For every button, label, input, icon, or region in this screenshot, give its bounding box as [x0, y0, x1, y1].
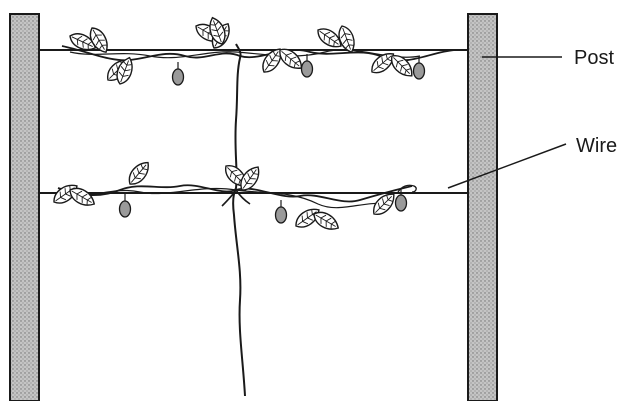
fruit-upper-1 [173, 62, 184, 85]
fruit-upper-2 [302, 54, 313, 77]
leaf-lower-3 [125, 158, 153, 188]
fruit-lower-1 [120, 194, 131, 217]
post-right [468, 14, 497, 401]
fruit-lower-3 [396, 188, 407, 211]
wire-leader-line [448, 144, 566, 188]
leaf-upper-13 [387, 51, 416, 80]
fruit-lower-2 [276, 200, 287, 223]
vine-trunk [233, 44, 245, 396]
wire-label: Wire [576, 135, 617, 157]
post-left [10, 14, 39, 401]
post-label: Post [574, 47, 614, 69]
